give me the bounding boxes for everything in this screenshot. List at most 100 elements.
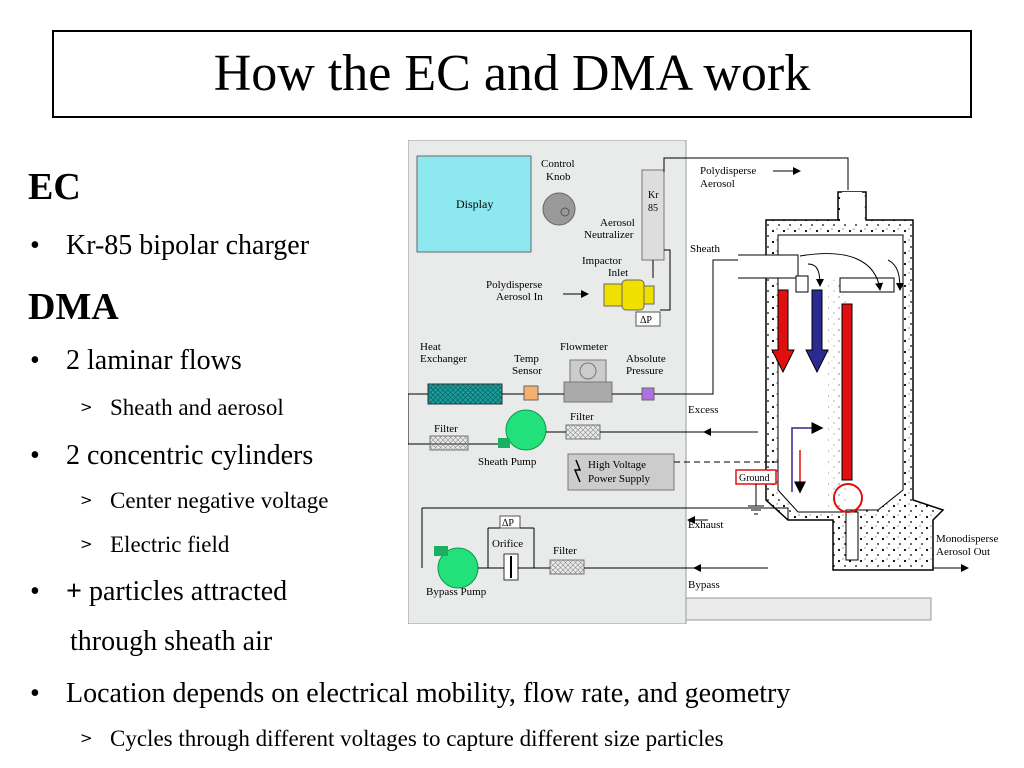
kr-label: Kr [648, 190, 659, 201]
bullet-dot: • [30, 230, 40, 261]
sheath-inlet-tube [738, 254, 799, 279]
filter-3 [549, 559, 585, 575]
bypass-pump-outlet [434, 546, 448, 556]
sub-electric-field: > Electric field [80, 532, 229, 558]
sheath-flow-curve-1 [799, 253, 884, 291]
display-label: Display [456, 197, 493, 211]
bullet-dot: • [30, 440, 40, 471]
flowmeter-base [563, 381, 613, 403]
dma-heading: DMA [28, 286, 119, 328]
impactor-dp-box [635, 311, 661, 327]
bullet-particles-text: particles attracted [81, 576, 288, 607]
excess-label: Excess [688, 404, 719, 416]
bullet-laminar: • 2 laminar flows [30, 345, 242, 377]
impactor-nozzle [643, 285, 655, 305]
particles-continuation: through sheath air [70, 626, 273, 657]
filter-2 [565, 424, 601, 440]
base-plate [685, 597, 932, 621]
arrow-bullet: > [80, 535, 93, 553]
control-label: Control [541, 158, 575, 170]
bullet-dot: • [30, 345, 40, 376]
orifice-label: Orifice [492, 538, 523, 550]
control-knob-icon [542, 192, 576, 226]
temp-label: Temp [514, 353, 539, 365]
neutralizer-tubing [652, 249, 671, 311]
aerosol-in-label: Aerosol In [496, 291, 543, 303]
bullet-kr85: • Kr-85 bipolar charger [30, 230, 309, 262]
bullet-kr85-text: Kr-85 bipolar charger [66, 230, 310, 261]
pressure-label: Pressure [626, 365, 663, 377]
bullet-cylinders-text: 2 concentric cylinders [66, 440, 314, 471]
knob-dial-icon [560, 207, 570, 217]
sheath-flow-curve-2 [807, 263, 824, 287]
ec-dma-diagram: Display Control Knob Kr 85 Aerosol Neutr… [408, 140, 998, 624]
slide-title: How the EC and DMA work [213, 45, 811, 102]
hv-power-supply [567, 453, 675, 491]
absolute-pressure-sensor [641, 387, 655, 401]
arrow-bullet: > [80, 491, 93, 509]
lightning-icon [573, 459, 582, 483]
impactor-body [621, 279, 645, 311]
bullet-cylinders: • 2 concentric cylinders [30, 440, 313, 472]
sub-electric-field-text: Electric field [110, 532, 230, 557]
aerosol-inlet-channel [842, 192, 862, 224]
monodisperse-label: Monodisperse [936, 533, 998, 545]
flowmeter-gauge-icon [579, 362, 597, 380]
bullet-dot: • [30, 678, 40, 709]
orifice-dp-label: ΔP [502, 518, 514, 529]
polydisperse-in-label: Polydisperse [486, 279, 542, 291]
bullet-location: • Location depends on electrical mobility… [30, 678, 790, 710]
bullet-particles: •+ particles attracted [30, 576, 287, 608]
blue-path-arrow [791, 422, 824, 492]
sub-center-voltage: > Center negative voltage [80, 488, 328, 514]
aerosol-line [663, 157, 849, 190]
filter-1-label: Filter [434, 423, 458, 435]
sheath-label: Sheath [690, 243, 720, 255]
sheath-return-line [408, 259, 738, 445]
sub-sheath-aerosol: >Sheath and aerosol [80, 395, 284, 421]
center-rod-electrode [841, 303, 853, 481]
red-flow-arrow [771, 289, 795, 374]
sub-cycles-text: Cycles through different voltages to cap… [110, 726, 724, 751]
ground-icon [748, 484, 764, 515]
title-box: How the EC and DMA work [52, 30, 972, 118]
filter-3-label: Filter [553, 545, 577, 557]
plus-sign: + [66, 576, 82, 607]
arrow-bullet: > [80, 398, 93, 416]
sensor-label: Sensor [512, 365, 542, 377]
ec-heading: EC [28, 166, 81, 208]
orifice-bypass [487, 527, 535, 568]
knob-label: Knob [546, 171, 571, 183]
arrow-bullet: > [80, 729, 93, 747]
blue-flow-arrow [805, 289, 829, 374]
bullet-laminar-text: 2 laminar flows [66, 345, 242, 376]
flowmeter-label: Flowmeter [560, 341, 608, 353]
sheath-slit [795, 275, 809, 293]
polydisperse-aerosol-label: Aerosol [700, 178, 735, 190]
exchanger-label: Exchanger [420, 353, 467, 365]
sub-cycles: > Cycles through different voltages to ca… [80, 726, 724, 752]
impactor-dp-label: ΔP [640, 315, 652, 326]
kr-number-label: 85 [648, 203, 658, 214]
bullet-location-text: Location depends on electrical mobility,… [66, 678, 791, 709]
sub-center-voltage-text: Center negative voltage [110, 488, 329, 513]
display-panel [416, 155, 532, 253]
power-supply-label: Power Supply [588, 473, 651, 485]
sheath-pump-icon [505, 409, 547, 451]
aerosol-label: Aerosol [600, 217, 635, 229]
sheath-flow-curve-3 [887, 259, 904, 291]
impactor-label: Impactor [582, 255, 622, 267]
filter-1 [429, 435, 469, 451]
bypass-pump-label: Bypass Pump [426, 586, 487, 598]
aerosol-out-label: Aerosol Out [936, 546, 990, 558]
sheath-pump-outlet [498, 438, 510, 448]
ground-label: Ground [739, 473, 770, 484]
exhaust-label: Exhaust [688, 519, 723, 531]
orifice-dp-box [499, 515, 521, 529]
polydisperse-label: Polydisperse [700, 165, 756, 177]
hv-label: High Voltage [588, 459, 646, 471]
sheath-pump-label: Sheath Pump [478, 456, 537, 468]
inlet-label: Inlet [608, 267, 628, 279]
absolute-label: Absolute [626, 353, 666, 365]
top-electrode-cap [839, 277, 895, 293]
